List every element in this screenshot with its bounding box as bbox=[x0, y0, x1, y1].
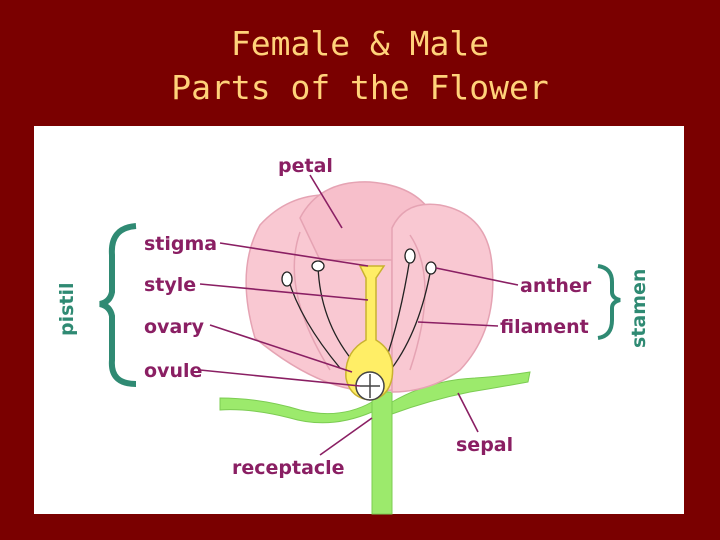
stamens bbox=[281, 248, 437, 369]
anther-shape bbox=[404, 248, 416, 264]
petal-right bbox=[391, 203, 494, 393]
label-stamen: stamen bbox=[628, 269, 650, 348]
label-filament: filament bbox=[500, 316, 589, 338]
filament-line bbox=[391, 267, 432, 369]
leader-lines bbox=[199, 174, 519, 456]
pistil-brace bbox=[99, 223, 137, 387]
anther-shape bbox=[425, 261, 437, 275]
label-petal: petal bbox=[278, 155, 333, 177]
label-stigma: stigma bbox=[144, 233, 217, 255]
petals bbox=[245, 181, 494, 393]
stamen-brace bbox=[597, 264, 621, 340]
stem bbox=[371, 391, 393, 515]
label-style: style bbox=[144, 274, 196, 296]
filament-line bbox=[317, 265, 353, 361]
label-receptacle: receptacle bbox=[232, 457, 345, 479]
petal-vein bbox=[409, 234, 426, 371]
filament-line bbox=[287, 277, 341, 369]
label-anther: anther bbox=[520, 275, 592, 297]
anther-shape bbox=[311, 260, 325, 272]
petal-vein bbox=[293, 231, 331, 371]
label-ovary: ovary bbox=[144, 316, 205, 338]
title-line-1: Female & Male bbox=[230, 24, 490, 63]
label-pistil: pistil bbox=[56, 282, 78, 336]
label-ovule: ovule bbox=[144, 360, 202, 382]
sepal-right bbox=[391, 371, 531, 415]
anther-shape bbox=[281, 271, 293, 287]
label-sepal: sepal bbox=[456, 434, 513, 456]
sepal-left bbox=[219, 397, 373, 424]
diagram-title: Female & Male Parts of the Flower bbox=[0, 22, 720, 110]
pistil-structure bbox=[345, 265, 394, 401]
stem-and-sepals bbox=[219, 371, 531, 515]
title-line-2: Parts of the Flower bbox=[171, 68, 549, 107]
